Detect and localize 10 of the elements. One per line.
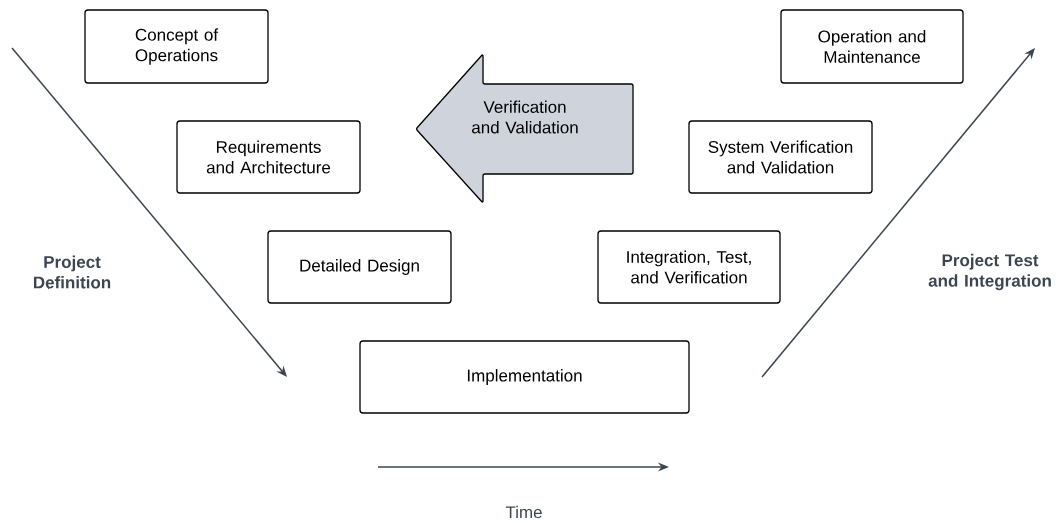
process-box: System Verification and Validation <box>688 120 873 194</box>
axis-label: Project Definition <box>33 255 111 289</box>
process-box: Detailed Design <box>267 230 452 304</box>
process-box: Integration, Test, and Verification <box>597 230 781 304</box>
process-box: Requirements and Architecture <box>176 120 361 194</box>
process-box: Implementation <box>359 340 690 414</box>
axis-label: Project Test and Integration <box>928 253 1051 291</box>
process-box: Concept of Operations <box>84 9 269 84</box>
axis-label: Time <box>505 505 542 519</box>
process-box: Operation and Maintenance <box>780 9 964 84</box>
